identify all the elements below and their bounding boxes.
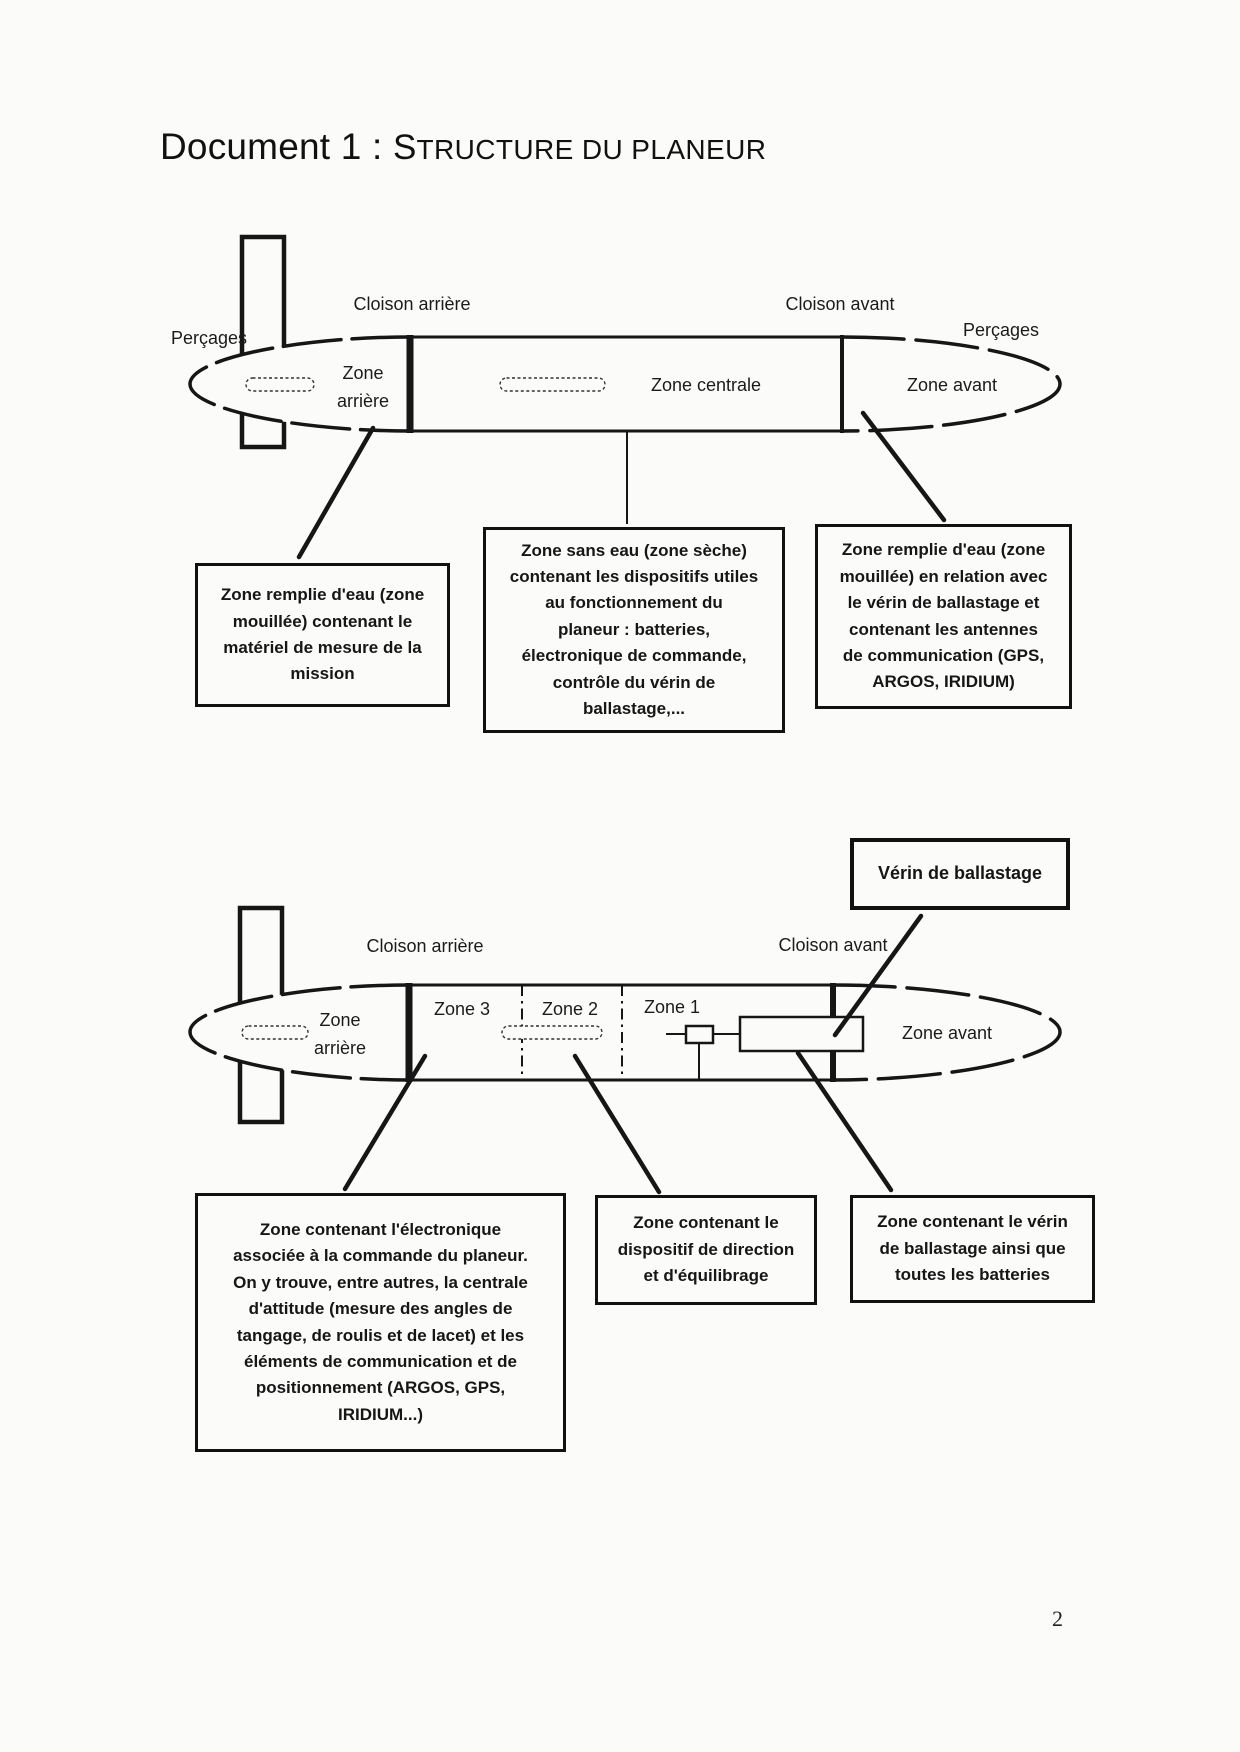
leader-zone-avant — [860, 410, 947, 523]
label-zone-arriere-2a: Zone — [319, 1010, 360, 1030]
title-smallcaps-rest: TRUCTURE DU PLANEUR — [416, 134, 767, 165]
leader-zone-arriere — [296, 425, 376, 560]
label-zone-arriere-1a: Zone — [342, 363, 383, 383]
hull-nose-cap-outline — [840, 335, 1062, 433]
callout-zone-arriere-description: Zone remplie d'eau (zone mouillée) conte… — [195, 563, 450, 707]
callout-zone1-description: Zone contenant le vérin de ballastage ai… — [850, 1195, 1095, 1303]
leader-zone3 — [342, 1053, 428, 1192]
diagram2-glider: Cloison arrière Cloison avant Zone arriè… — [188, 905, 1062, 1195]
label-cloison-arriere-1: Cloison arrière — [353, 294, 470, 314]
label-zone-arriere-1b: arrière — [337, 391, 389, 411]
label-zone2: Zone 2 — [542, 999, 598, 1019]
page-number: 2 — [1052, 1606, 1063, 1631]
title-smallcaps-first: S — [392, 128, 417, 167]
label-cloison-arriere-2: Cloison arrière — [366, 936, 483, 956]
leader-verin-pointer — [832, 913, 924, 1038]
hole-pill-rear-2 — [241, 1025, 309, 1040]
leader-zone2 — [572, 1053, 662, 1195]
label-percages-right: Perçages — [963, 320, 1039, 340]
hole-pill-zone2 — [501, 1025, 603, 1040]
hole-pill-rear — [245, 377, 315, 392]
callout-zone-avant-description: Zone remplie d'eau (zone mouillée) en re… — [815, 524, 1072, 709]
leader-zone1-verin — [795, 1050, 894, 1193]
hull-tail-cap-outline-2 — [188, 983, 411, 1082]
label-cloison-avant-1: Cloison avant — [785, 294, 894, 314]
diagram1-glider: Perçages Cloison arrière Cloison avant P… — [171, 234, 1062, 560]
label-zone3: Zone 3 — [434, 999, 490, 1019]
label-zone1: Zone 1 — [644, 997, 700, 1017]
hole-pill-central — [499, 377, 606, 392]
label-percages-left: Perçages — [171, 328, 247, 348]
label-cloison-avant-2: Cloison avant — [778, 935, 887, 955]
hull-tail-cap-outline — [188, 335, 412, 433]
label-zone-arriere-2b: arrière — [314, 1038, 366, 1058]
label-zone-avant-2: Zone avant — [902, 1023, 992, 1043]
label-zone-centrale: Zone centrale — [651, 375, 761, 395]
title-prefix: Document 1 : — [160, 126, 393, 167]
label-zone-avant-1: Zone avant — [907, 375, 997, 395]
callout-zone-centrale-description: Zone sans eau (zone sèche) contenant les… — [483, 527, 785, 733]
hull-nose-cap-outline-2 — [831, 983, 1062, 1082]
verin-de-ballastage-label-box: Vérin de ballastage — [850, 838, 1070, 910]
callout-zone3-description: Zone contenant l'électronique associée à… — [195, 1193, 566, 1452]
page-title: Document 1 : STRUCTURE DU PLANEUR — [160, 126, 766, 168]
mechanism-small-box — [684, 1024, 715, 1045]
callout-zone2-description: Zone contenant le dispositif de directio… — [595, 1195, 817, 1305]
